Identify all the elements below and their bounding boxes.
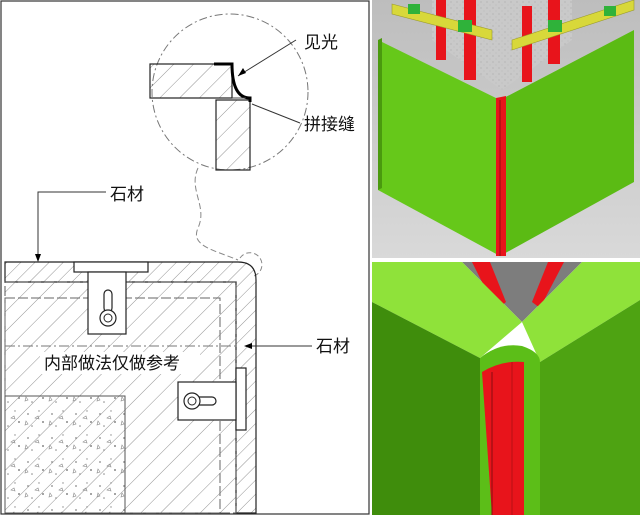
corner-strip: [480, 345, 540, 515]
panel-left-top: [372, 262, 522, 358]
label-pinjiefeng: 拼接缝: [304, 115, 355, 135]
cad-drawing-svg: 见光 拼接缝 石材: [0, 0, 370, 515]
render-top-svg: [372, 262, 640, 515]
leader-pinjiefeng: [251, 103, 301, 124]
panel-left-face: [372, 302, 480, 515]
callout-link-line: [194, 167, 239, 261]
render-top-view: [372, 262, 640, 515]
leader-stone-top: [37, 191, 106, 258]
render-corner-view: [372, 0, 640, 258]
label-interior-bg: [40, 352, 200, 374]
panel-right-top: [522, 262, 640, 362]
label-jianguang: 见光: [304, 33, 338, 53]
panel-right-face: [540, 300, 640, 515]
render-corner-svg: [372, 0, 640, 258]
right-bracket: [177, 367, 247, 431]
label-stone-top: 石材: [110, 185, 144, 205]
top-bracket: [73, 261, 149, 335]
label-interior: 内部做法仅做参考: [44, 354, 180, 374]
label-stone-right: 石材: [316, 337, 350, 357]
yellow-brackets: [391, 0, 635, 51]
cad-section-drawing: 见光 拼接缝 石材: [0, 0, 370, 515]
detail-joint: [149, 62, 252, 171]
green-stone-panels: [378, 30, 634, 256]
leader-jianguang: [237, 39, 297, 77]
drawing-frame: [0, 0, 370, 515]
